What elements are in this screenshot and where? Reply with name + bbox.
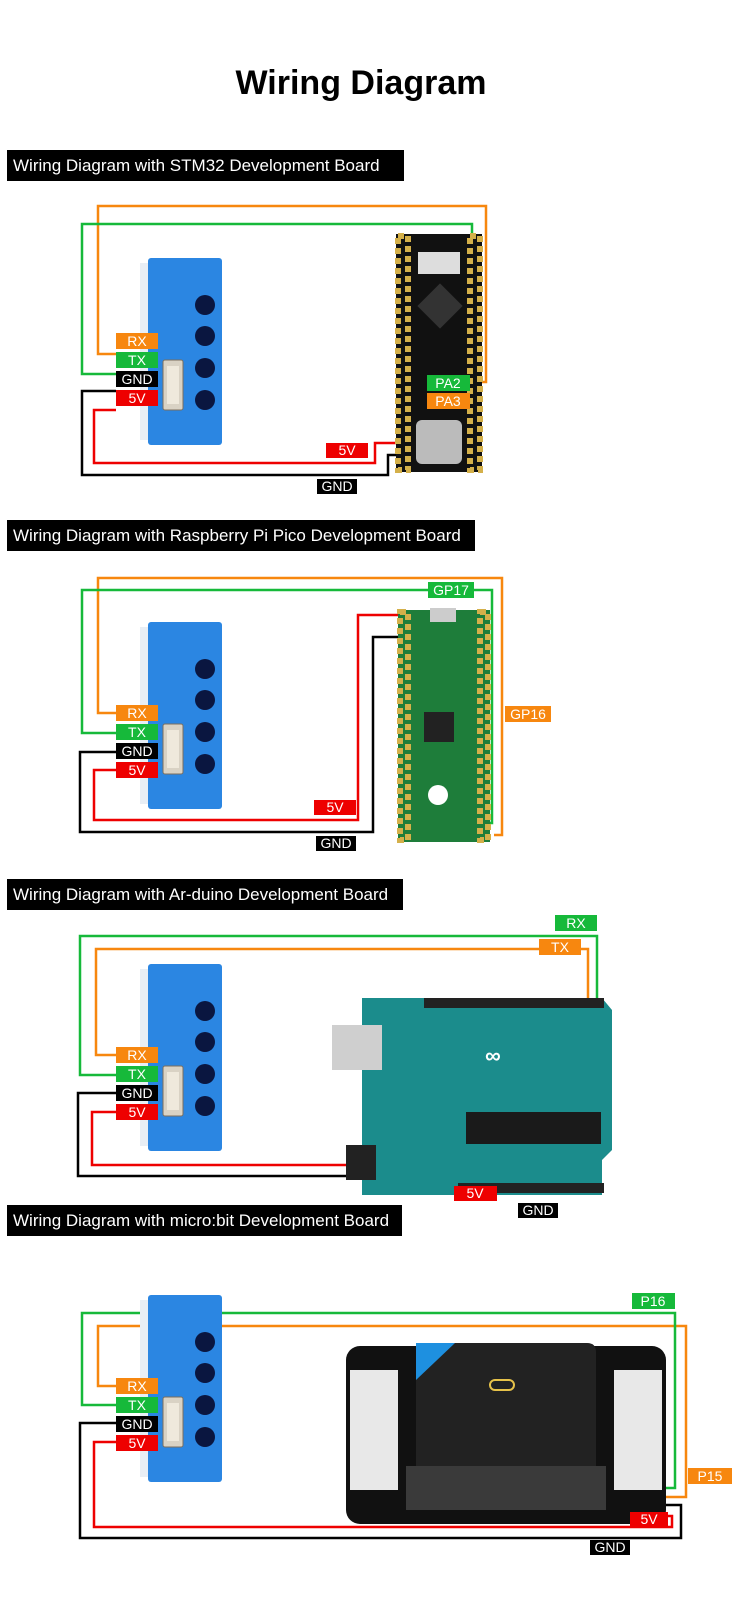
- board-label-5v: [314, 800, 356, 815]
- pin-label-rx: [116, 705, 158, 721]
- board-label-gnd-text: GND: [321, 478, 352, 494]
- pin-label-rx: [116, 333, 158, 349]
- board-label-gnd: [518, 1203, 558, 1218]
- pin-label-gnd-text: GND: [121, 1085, 152, 1101]
- board-label-5v: [454, 1186, 497, 1201]
- board-label-p15: [688, 1468, 732, 1484]
- wire-tx-green: [80, 1311, 677, 1490]
- board-label-pa2: [427, 375, 470, 391]
- wire-rx-orange: [96, 1324, 688, 1499]
- board-label-pa3-text: PA3: [435, 393, 461, 409]
- board-label-5v-text: 5V: [338, 442, 356, 458]
- board-label-gnd: [316, 836, 356, 851]
- board-label-pa3: [427, 393, 470, 409]
- wire-gnd-black: [80, 389, 400, 477]
- section-microbit: Wiring Diagram with micro:bit Developmen…: [7, 1205, 732, 1555]
- pin-label-rx-text: RX: [127, 333, 147, 349]
- arduino-board: ∞: [332, 998, 612, 1195]
- pin-label-tx-text: TX: [128, 1397, 147, 1413]
- board-label-gnd-text: GND: [594, 1539, 625, 1555]
- pin-label-gnd-text: GND: [121, 743, 152, 759]
- pin-label-5v-text: 5V: [128, 1104, 146, 1120]
- wire-5v-red: [92, 408, 400, 465]
- pin-label-tx: [116, 1397, 158, 1413]
- section-header: Wiring Diagram with micro:bit Developmen…: [13, 1211, 389, 1230]
- pin-label-tx: [116, 1066, 158, 1082]
- section-header-bg: [7, 150, 404, 181]
- pin-label-tx: [116, 724, 158, 740]
- section-stm32: Wiring Diagram with STM32 Development Bo…: [7, 150, 488, 494]
- pin-label-rx: [116, 1378, 158, 1394]
- wire-gnd-black: [78, 635, 488, 834]
- pin-label-5v-text: 5V: [128, 762, 146, 778]
- board-label-gp16-text: GP16: [510, 706, 546, 722]
- wire-tx-green: [80, 588, 494, 825]
- board-label-pa2-text: PA2: [435, 375, 461, 391]
- wire-gnd-black: [78, 1421, 683, 1540]
- section-pico: Wiring Diagram with Raspberry Pi Pico De…: [7, 520, 551, 851]
- board-label-gnd: [317, 479, 357, 494]
- pin-label-gnd: [116, 743, 158, 759]
- pin-label-rx-text: RX: [127, 705, 147, 721]
- pin-label-tx-text: TX: [128, 352, 147, 368]
- pin-label-gnd-text: GND: [121, 1416, 152, 1432]
- section-header-bg: [7, 879, 403, 910]
- uart-module: [139, 257, 223, 446]
- pin-label-tx: [116, 352, 158, 368]
- board-label-gnd-text: GND: [522, 1202, 553, 1218]
- section-header-bg: [7, 1205, 402, 1236]
- pin-label-rx-text: RX: [127, 1047, 147, 1063]
- pin-label-5v: [116, 1435, 158, 1451]
- pin-label-5v-text: 5V: [128, 390, 146, 406]
- page-title: Wiring Diagram: [236, 64, 487, 102]
- pin-label-5v-text: 5V: [128, 1435, 146, 1451]
- board-label-rx-text: RX: [566, 915, 586, 931]
- microbit-expansion-board: [346, 1343, 666, 1524]
- pin-label-rx-text: RX: [127, 1378, 147, 1394]
- board-label-gnd-text: GND: [320, 835, 351, 851]
- board-label-gp17-text: GP17: [433, 582, 469, 598]
- wire-5v-red: [92, 613, 410, 822]
- board-label-5v-text: 5V: [326, 799, 344, 815]
- board-label-p15-text: P15: [698, 1468, 723, 1484]
- wire-rx-orange: [96, 576, 504, 837]
- svg-text:∞: ∞: [485, 1043, 501, 1068]
- pin-label-tx-text: TX: [128, 1066, 147, 1082]
- pin-label-rx: [116, 1047, 158, 1063]
- section-header: Wiring Diagram with STM32 Development Bo…: [13, 156, 380, 175]
- section-header: Wiring Diagram with Raspberry Pi Pico De…: [13, 526, 461, 545]
- board-label-p16: [632, 1293, 675, 1309]
- board-label-5v-text: 5V: [640, 1511, 658, 1527]
- pin-label-gnd: [116, 371, 158, 387]
- board-label-5v: [326, 443, 368, 458]
- pico-board: [397, 608, 491, 843]
- pin-label-gnd: [116, 1416, 158, 1432]
- pin-label-5v: [116, 1104, 158, 1120]
- pin-label-gnd: [116, 1085, 158, 1101]
- wire-rx-green: [78, 934, 599, 1077]
- pin-label-tx-text: TX: [128, 724, 147, 740]
- board-label-tx-text: TX: [551, 939, 570, 955]
- board-label-5v-text: 5V: [466, 1185, 484, 1201]
- board-label-rx: [555, 915, 597, 931]
- pin-label-5v: [116, 390, 158, 406]
- board-label-tx: [539, 939, 581, 955]
- pin-label-5v: [116, 762, 158, 778]
- pin-label-gnd-text: GND: [121, 371, 152, 387]
- section-header-bg: [7, 520, 475, 551]
- section-arduino: Wiring Diagram with Ar-duino Development…: [7, 879, 612, 1218]
- stm32-board: [395, 233, 483, 473]
- section-header: Wiring Diagram with Ar-duino Development…: [13, 885, 388, 904]
- board-label-gp17: [428, 582, 474, 598]
- wire-5v-red: [92, 1440, 674, 1529]
- board-label-gnd: [590, 1540, 630, 1555]
- board-label-gp16: [505, 706, 551, 722]
- board-label-5v: [630, 1512, 668, 1527]
- wire-tx-orange: [94, 947, 590, 1057]
- board-label-p16-text: P16: [641, 1293, 666, 1309]
